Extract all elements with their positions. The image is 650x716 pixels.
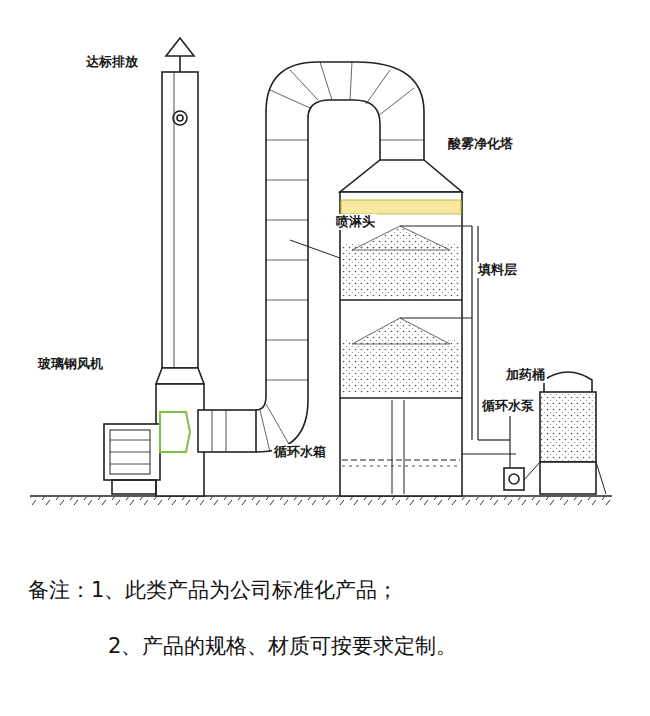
dosing-label: 加药桶 — [504, 367, 547, 383]
note-line: 备注：1、此类产品为公司标准化产品； — [26, 578, 400, 603]
note-line: 2、产品的规格、材质可按要求定制。 — [106, 634, 459, 659]
nozzle-label: 喷淋头 — [334, 214, 377, 230]
tower-label: 酸雾净化塔 — [446, 136, 515, 152]
fan-label: 玻璃钢风机 — [36, 356, 105, 372]
tank-label: 循环水箱 — [272, 444, 328, 460]
output-label: 达标排放 — [84, 54, 140, 70]
pump-label: 循环水泵 — [480, 398, 536, 414]
packing-label: 填料层 — [476, 262, 519, 278]
